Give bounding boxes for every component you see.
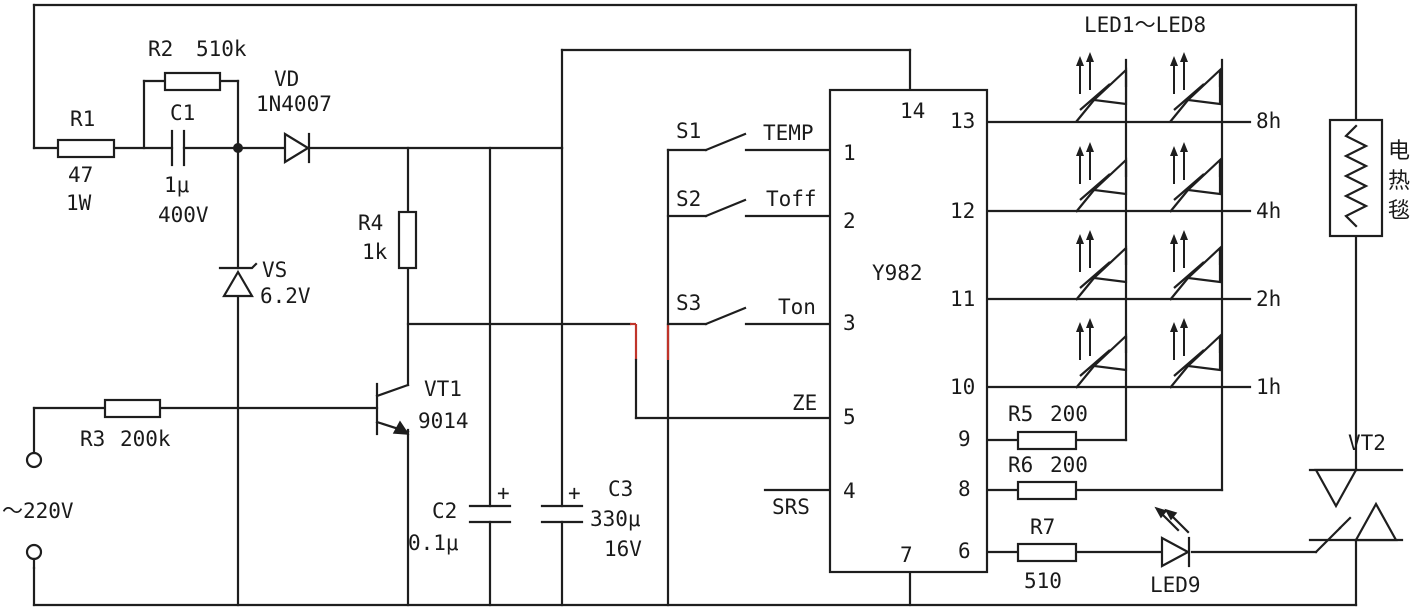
pin2-num: 2 xyxy=(843,209,856,233)
r2-name: R2 xyxy=(148,37,173,61)
resistor-r6 xyxy=(1016,480,1078,501)
c1-voltage: 400V xyxy=(158,203,209,227)
led-group-label: LED1～LED8 xyxy=(1084,13,1206,37)
s3-name: S3 xyxy=(676,291,701,315)
pin8-num: 8 xyxy=(958,477,971,501)
r7-name: R7 xyxy=(1030,515,1055,539)
r1-value: 47 xyxy=(68,163,93,187)
timer-label-2h: 2h xyxy=(1256,287,1281,311)
r2-value: 510k xyxy=(196,37,247,61)
r3-name: R3 xyxy=(80,427,105,451)
junction-dot xyxy=(233,143,243,153)
resistor-r3 xyxy=(103,398,162,419)
pin6-num: 6 xyxy=(958,539,971,563)
c3-plus: + xyxy=(568,481,581,505)
pin3-label: Ton xyxy=(778,295,816,319)
heater-label-3: 毯 xyxy=(1388,199,1410,224)
r6-name: R6 xyxy=(1008,453,1033,477)
resistor-r4 xyxy=(397,210,418,270)
r5-value: 200 xyxy=(1050,402,1088,426)
led-6 xyxy=(1169,230,1222,301)
heater-label-1: 电 xyxy=(1388,139,1410,164)
vd-part: 1N4007 xyxy=(256,92,332,116)
r7-value: 510 xyxy=(1024,569,1062,593)
c1-value: 1μ xyxy=(164,173,190,197)
pin12-num: 12 xyxy=(950,199,975,223)
pin1-label: TEMP xyxy=(763,121,814,145)
zener-vs xyxy=(222,269,254,298)
c3-value: 330μ xyxy=(590,507,641,531)
supply-terminal-bottom xyxy=(25,543,43,561)
diode-vd xyxy=(283,132,311,164)
r1-power: 1W xyxy=(66,191,92,215)
pin10-num: 10 xyxy=(950,375,975,399)
pin4-label: SRS xyxy=(772,495,810,519)
timer-label-4h: 4h xyxy=(1256,199,1281,223)
timer-label-8h: 8h xyxy=(1256,109,1281,133)
wires xyxy=(32,3,1358,607)
led9-name: LED9 xyxy=(1150,573,1201,597)
pin3-num: 3 xyxy=(843,311,856,335)
r3-value: 200k xyxy=(120,427,171,451)
pin2-label: Toff xyxy=(766,187,817,211)
led-2 xyxy=(1169,52,1222,123)
pin11-num: 11 xyxy=(950,287,975,311)
resistor-r2 xyxy=(163,71,222,92)
supply-label: ～220V xyxy=(2,499,74,523)
resistor-r1 xyxy=(56,138,116,159)
led-1 xyxy=(1075,52,1128,123)
heater-coil-icon xyxy=(1343,124,1369,228)
transistor-vt1 xyxy=(375,382,410,436)
vd-name: VD xyxy=(274,67,299,91)
pin5-num: 5 xyxy=(843,405,856,429)
pin5-label: ZE xyxy=(792,391,817,415)
triac-vt2 xyxy=(1308,468,1404,542)
vs-value: 6.2V xyxy=(260,284,311,308)
led-5 xyxy=(1075,230,1128,301)
resistor-r7 xyxy=(1016,542,1078,563)
c3-name: C3 xyxy=(608,477,633,501)
c2-value: 0.1μ xyxy=(408,531,459,555)
timer-label-1h: 1h xyxy=(1256,375,1281,399)
led-3 xyxy=(1075,142,1128,213)
led-8 xyxy=(1169,318,1222,389)
led-4 xyxy=(1169,142,1222,213)
pin14-num: 14 xyxy=(900,99,925,123)
c2-name: C2 xyxy=(432,499,457,523)
vt1-part: 9014 xyxy=(418,409,469,433)
c1-name: C1 xyxy=(170,101,195,125)
r6-value: 200 xyxy=(1050,453,1088,477)
heater-label-2: 热 xyxy=(1388,169,1410,194)
heater-element xyxy=(1328,118,1384,238)
vt1-name: VT1 xyxy=(424,377,462,401)
vt2-name: VT2 xyxy=(1348,431,1386,455)
c3-voltage: 16V xyxy=(604,537,642,561)
vs-name: VS xyxy=(262,258,287,282)
ic-name: Y982 xyxy=(872,261,923,285)
r5-name: R5 xyxy=(1008,402,1033,426)
c2-plus: + xyxy=(497,481,510,505)
s2-name: S2 xyxy=(676,187,701,211)
led9-diode xyxy=(1154,506,1191,568)
pin7-num: 7 xyxy=(900,543,913,567)
led-7 xyxy=(1075,318,1128,389)
r4-name: R4 xyxy=(358,211,383,235)
s1-name: S1 xyxy=(676,119,701,143)
r4-value: 1k xyxy=(362,240,388,264)
pin13-num: 13 xyxy=(950,109,975,133)
pin1-num: 1 xyxy=(843,141,856,165)
r1-name: R1 xyxy=(70,107,95,131)
supply-terminal-top xyxy=(25,451,43,469)
led-matrix xyxy=(1075,52,1222,389)
resistor-r5 xyxy=(1016,430,1078,451)
pin9-num: 9 xyxy=(958,427,971,451)
ic-y982 xyxy=(828,88,989,574)
pin4-num: 4 xyxy=(843,479,856,503)
